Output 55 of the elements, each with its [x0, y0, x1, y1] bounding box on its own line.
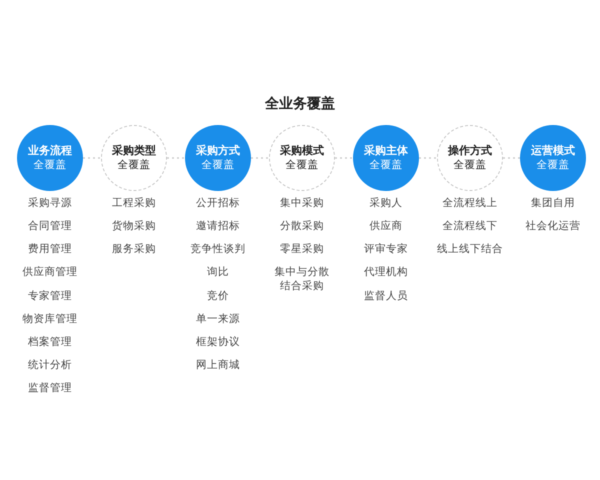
list-item: 统计分析 [28, 358, 72, 372]
list-item: 监督人员 [364, 290, 408, 303]
list-item: 邀请招标 [196, 220, 240, 234]
circle-subheading: 全覆盖 [202, 160, 234, 172]
list-item: 集中采购 [280, 197, 324, 210]
list-item: 合同管理 [28, 220, 72, 234]
circle-heading: 采购类型 [112, 144, 156, 157]
list-item: 零星采购 [280, 243, 324, 256]
circle-heading: 运营模式 [531, 144, 575, 157]
list-item: 集团自用 [531, 197, 575, 210]
list-item: 工程采购 [112, 197, 156, 210]
circle-heading: 采购方式 [196, 144, 240, 157]
list-item: 专家管理 [28, 290, 72, 303]
list-item: 采购人 [370, 197, 402, 210]
list-item: 分散采购 [280, 220, 324, 234]
circle-subheading: 全覆盖 [118, 160, 150, 172]
list-item: 竞争性谈判 [190, 243, 246, 256]
circle-heading: 采购主体 [364, 144, 408, 157]
list-item: 服务采购 [112, 243, 156, 256]
list-item: 供应商 [370, 220, 402, 234]
list-item: 代理机构 [364, 266, 408, 280]
list-item: 物资库管理 [22, 312, 78, 326]
list-item: 费用管理 [28, 243, 72, 256]
circle-subheading: 全覆盖 [454, 160, 486, 172]
list-item: 全流程线上 [442, 197, 498, 210]
list-item: 线上线下结合 [437, 243, 503, 256]
dotted-connector [167, 157, 185, 159]
circle-heading: 业务流程 [28, 144, 72, 157]
circle-subheading: 全覆盖 [536, 160, 570, 172]
list-item: 询比 [207, 266, 229, 280]
diagram-title: 全业务覆盖 [265, 95, 335, 113]
list-item: 采购寻源 [28, 197, 72, 210]
circle-heading: 采购模式 [280, 144, 324, 157]
dotted-connector [83, 157, 101, 159]
circle-subheading: 全覆盖 [370, 160, 402, 172]
circle-subheading: 全覆盖 [286, 160, 318, 172]
list-item: 集中与分散结合采购 [274, 266, 330, 293]
list-item: 档案管理 [28, 336, 72, 349]
dotted-connector [251, 157, 269, 159]
circle-heading: 操作方式 [448, 144, 492, 157]
circle-subheading: 全覆盖 [34, 160, 66, 172]
dotted-connector [419, 157, 437, 159]
list-item: 竞价 [207, 290, 229, 303]
list-item: 全流程线下 [442, 220, 498, 234]
list-item: 公开招标 [196, 197, 240, 210]
list-item: 评审专家 [364, 243, 408, 256]
list-item: 监督管理 [28, 382, 72, 396]
list-item: 货物采购 [112, 220, 156, 234]
list-item: 社会化运营 [526, 220, 580, 234]
list-item: 框架协议 [196, 336, 240, 349]
list-item: 网上商城 [196, 358, 240, 372]
dotted-connector [503, 157, 520, 159]
list-item: 单一来源 [196, 312, 240, 326]
list-item: 供应商管理 [22, 266, 78, 280]
dotted-connector [335, 157, 353, 159]
